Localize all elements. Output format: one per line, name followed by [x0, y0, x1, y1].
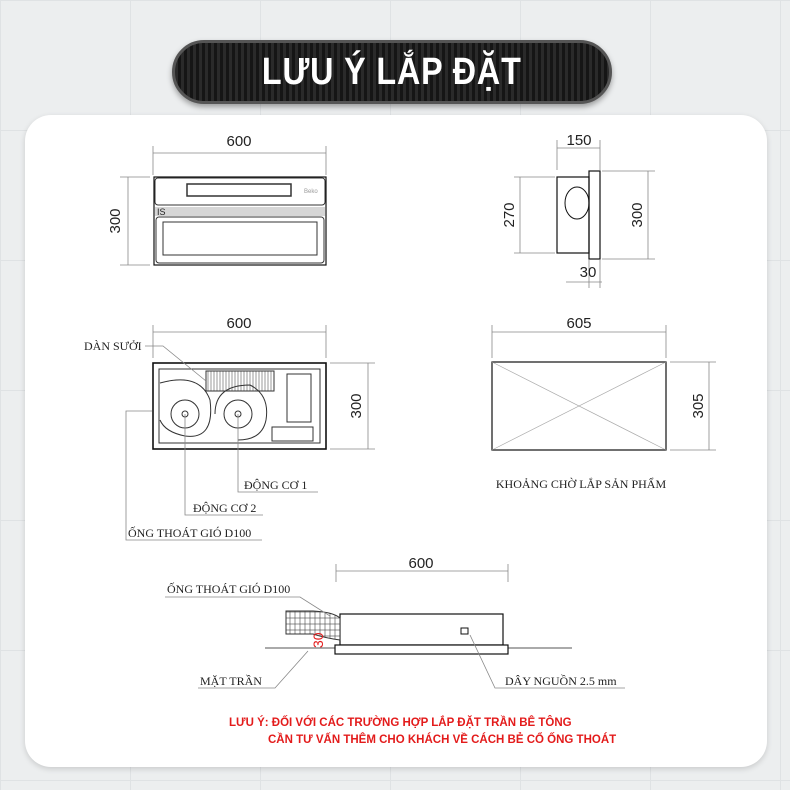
cutout-width-dim: 605	[566, 315, 591, 332]
brand-logo: Beko	[304, 189, 318, 195]
front-height-dim: 300	[107, 208, 124, 233]
side-height-dim: 300	[629, 202, 646, 227]
note-line2: CẦN TƯ VẤN THÊM CHO KHÁCH VỀ CÁCH BẺ CỔ …	[268, 732, 616, 746]
note: LƯU Ý: ĐỐI VỚI CÁC TRƯỜNG HỢP LẮP ĐẶT TR…	[229, 715, 616, 746]
install-width-dim: 600	[408, 555, 433, 572]
motor2-label: ĐỘNG CƠ 2	[193, 501, 256, 515]
internal-height-dim: 300	[348, 393, 365, 418]
note-line1: LƯU Ý: ĐỐI VỚI CÁC TRƯỜNG HỢP LẮP ĐẶT TR…	[229, 715, 572, 729]
side-inner-height-dim: 270	[501, 202, 518, 227]
title-banner: LƯU Ý LẮP ĐẶT	[172, 40, 612, 104]
duct-label: ỐNG THOÁT GIÓ D100	[128, 525, 251, 540]
install-view: 600 30 ỐNG THOÁT GIÓ D100 MẶT TRẦN DÂY N…	[165, 555, 625, 689]
gap-dim: 30	[310, 632, 326, 648]
cutout-label: KHOẢNG CHỜ LẮP SẢN PHẨM	[496, 476, 667, 491]
ceiling-label: MẶT TRẦN	[200, 673, 262, 688]
page-title: LƯU Ý LẮP ĐẶT	[262, 50, 522, 93]
side-depth-dim: 150	[566, 132, 591, 149]
model-label: IS	[157, 207, 166, 217]
front-width-dim: 600	[226, 133, 251, 150]
cutout-view: 605 305 KHOẢNG CHỜ LẮP SẢN PHẨM	[491, 315, 716, 491]
internal-width-dim: 600	[226, 315, 251, 332]
motor1-label: ĐỘNG CƠ 1	[244, 478, 307, 492]
side-view: 150 270 300 30	[501, 132, 655, 288]
cutout-height-dim: 305	[690, 393, 707, 418]
heater-label: DÀN SƯỞI	[84, 339, 142, 353]
power-label: DÂY NGUỒN 2.5 mm	[505, 673, 617, 688]
install-duct-label: ỐNG THOÁT GIÓ D100	[167, 581, 290, 596]
front-view: 600 300 Beko IS	[107, 133, 327, 266]
diagram-card	[25, 115, 767, 767]
internal-view: 600 300 DÀN SƯỞI ĐỘNG CƠ 1 ĐỘNG CƠ 2 ỐNG…	[84, 315, 375, 541]
side-flange-dim: 30	[580, 264, 597, 281]
